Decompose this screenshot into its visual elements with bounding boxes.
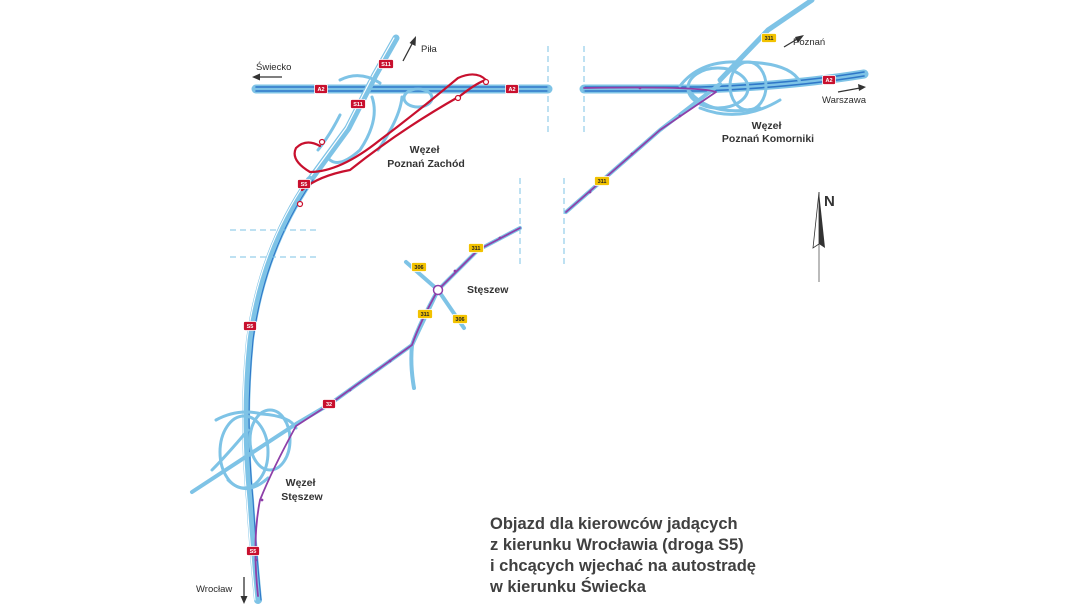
direction-wroclaw: Wrocław bbox=[196, 577, 248, 604]
shield-plate bbox=[761, 33, 777, 43]
direction-label-pila: Piła bbox=[421, 44, 438, 55]
direction-warszawa: Warszawa bbox=[822, 84, 867, 106]
caption-line: Objazd dla kierowców jadących bbox=[490, 515, 738, 533]
shield-number: 306 bbox=[414, 265, 423, 271]
shield-number: S11 bbox=[353, 102, 362, 108]
shield-s11: S11 bbox=[350, 99, 366, 109]
direction-pila: Piła bbox=[402, 36, 438, 62]
a2-motorway-west bbox=[251, 84, 553, 94]
shield-number: 311 bbox=[421, 312, 430, 318]
shield-311: 311 bbox=[594, 176, 610, 186]
caption-line: i chcących wjechać na autostradę bbox=[490, 557, 756, 575]
shield-a2: A2 bbox=[505, 84, 519, 94]
junction-label-poznan-zachod: Węzeł Poznań Zachód bbox=[387, 144, 465, 170]
shield-plate bbox=[594, 176, 610, 186]
shield-32: 32 bbox=[322, 399, 336, 409]
shield-311: 311 bbox=[761, 33, 777, 43]
shield-s5: S5 bbox=[243, 321, 257, 331]
road-network bbox=[190, 0, 869, 604]
shield-plate bbox=[452, 314, 468, 324]
shield-a2: A2 bbox=[314, 84, 328, 94]
steszew-roundabout bbox=[432, 284, 444, 296]
shield-number: A2 bbox=[317, 87, 324, 93]
shield-number: 311 bbox=[598, 179, 607, 185]
shield-s5: S5 bbox=[246, 546, 260, 556]
direction-label-warszawa: Warszawa bbox=[822, 95, 867, 106]
shield-a2: A2 bbox=[822, 75, 836, 85]
shield-plate bbox=[243, 321, 257, 331]
shield-311: 311 bbox=[468, 243, 484, 253]
shield-number: 311 bbox=[472, 246, 481, 252]
shield-plate bbox=[468, 243, 484, 253]
shield-plate bbox=[246, 546, 260, 556]
shield-number: 311 bbox=[765, 36, 774, 42]
shield-plate bbox=[314, 84, 328, 94]
shield-311: 311 bbox=[417, 309, 433, 319]
shield-plate bbox=[505, 84, 519, 94]
direction-swiecko: Świecko bbox=[252, 61, 291, 81]
shield-plate bbox=[297, 179, 311, 189]
interchange-komorniki-ramps bbox=[678, 60, 802, 116]
shield-s11: S11 bbox=[378, 59, 394, 69]
shield-number: 32 bbox=[326, 402, 332, 408]
shield-number: S11 bbox=[381, 62, 390, 68]
shield-plate bbox=[378, 59, 394, 69]
shield-306: 306 bbox=[411, 262, 427, 272]
road-32 bbox=[190, 343, 414, 494]
shield-plate bbox=[411, 262, 427, 272]
road-shields: A2 A2 A2 S11 S11 S5 S5 S5 32 311 311 311… bbox=[243, 33, 836, 556]
north-label: N bbox=[824, 193, 835, 210]
shield-plate bbox=[822, 75, 836, 85]
junction-label-poznan-komorniki: Węzeł Poznań Komorniki bbox=[722, 120, 814, 145]
road-311-steszew bbox=[436, 226, 522, 292]
shield-plate bbox=[417, 309, 433, 319]
caption-line: z kierunku Wrocławia (droga S5) bbox=[490, 536, 744, 554]
shield-plate bbox=[350, 99, 366, 109]
direction-label-wroclaw: Wrocław bbox=[196, 584, 232, 595]
detour-caption: Objazd dla kierowców jadących z kierunku… bbox=[490, 514, 910, 598]
direction-label-swiecko: Świecko bbox=[256, 61, 291, 73]
shield-number: A2 bbox=[825, 78, 832, 84]
junction-label-steszew: Węzeł Stęszew bbox=[281, 477, 323, 503]
map-break-dashes bbox=[230, 46, 585, 265]
shield-number: S5 bbox=[247, 324, 254, 330]
shield-number: S5 bbox=[301, 182, 308, 188]
shield-plate bbox=[322, 399, 336, 409]
town-label-steszew: Stęszew bbox=[467, 284, 509, 296]
s5-expressway bbox=[242, 176, 314, 604]
shield-number: 306 bbox=[455, 317, 464, 323]
direction-poznan: Poznań bbox=[783, 35, 825, 48]
shield-number: S5 bbox=[250, 549, 257, 555]
north-arrow: N bbox=[812, 191, 835, 282]
shield-306: 306 bbox=[452, 314, 468, 324]
shield-s5: S5 bbox=[297, 179, 311, 189]
direction-label-poznan: Poznań bbox=[793, 37, 825, 48]
interchange-steszew-ramps bbox=[210, 408, 298, 490]
highlight-ramp-poznan-zachod bbox=[293, 73, 490, 208]
interchange-poznan-zachod-ramps bbox=[316, 74, 434, 164]
caption-line: w kierunku Świecka bbox=[490, 578, 646, 596]
shield-number: A2 bbox=[508, 87, 515, 93]
